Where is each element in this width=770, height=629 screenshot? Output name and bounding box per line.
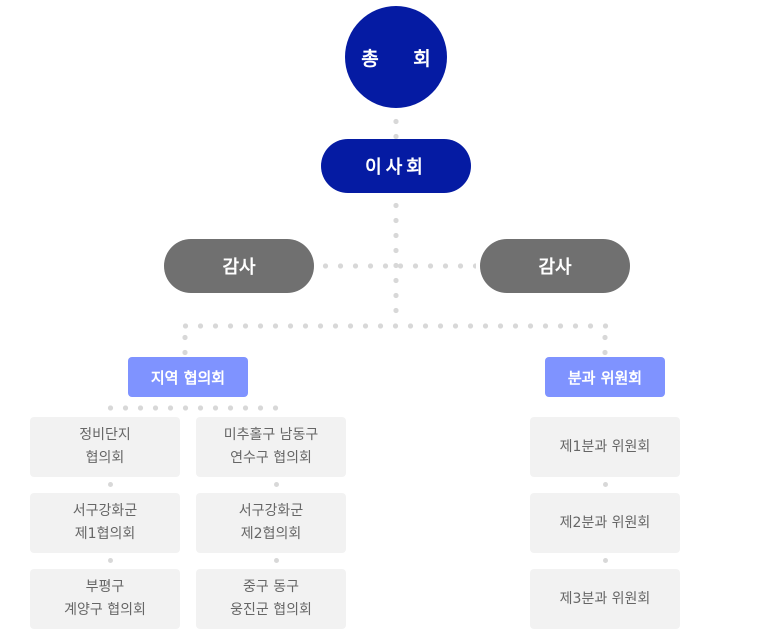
connector-dot bbox=[603, 482, 608, 487]
committee-item: 제2분과 위원회 bbox=[530, 493, 680, 553]
connector-dot bbox=[274, 482, 279, 487]
committee-item: 제3분과 위원회 bbox=[530, 569, 680, 629]
connector-branch bbox=[178, 323, 613, 329]
connector-dot bbox=[108, 482, 113, 487]
board-node: 이사회 bbox=[321, 139, 471, 193]
regional-council-item: 서구강화군 제1협의회 bbox=[30, 493, 180, 553]
regional-council-item: 정비단지 협의회 bbox=[30, 417, 180, 477]
regional-council-item: 중구 동구 웅진군 협의회 bbox=[196, 569, 346, 629]
general-assembly-node: 총 회 bbox=[345, 6, 447, 108]
auditor-node-right: 감사 bbox=[480, 239, 630, 293]
regional-council-item: 서구강화군 제2협의회 bbox=[196, 493, 346, 553]
committee-header: 분과 위원회 bbox=[545, 357, 665, 397]
connector-board-down bbox=[393, 198, 399, 318]
regional-council-item: 부평구 계양구 협의회 bbox=[30, 569, 180, 629]
regional-council-item: 미추홀구 남동구 연수구 협의회 bbox=[196, 417, 346, 477]
committee-item: 제1분과 위원회 bbox=[530, 417, 680, 477]
connector-dot bbox=[108, 558, 113, 563]
connector-assembly-board bbox=[393, 114, 399, 144]
connector-auditors bbox=[318, 263, 476, 269]
auditor-node-left: 감사 bbox=[164, 239, 314, 293]
connector-committees bbox=[602, 330, 608, 360]
connector-dot bbox=[603, 558, 608, 563]
connector-dot bbox=[274, 558, 279, 563]
regional-council-header: 지역 협의회 bbox=[128, 357, 248, 397]
connector-regional-columns bbox=[103, 405, 283, 411]
connector-regional bbox=[182, 330, 188, 360]
